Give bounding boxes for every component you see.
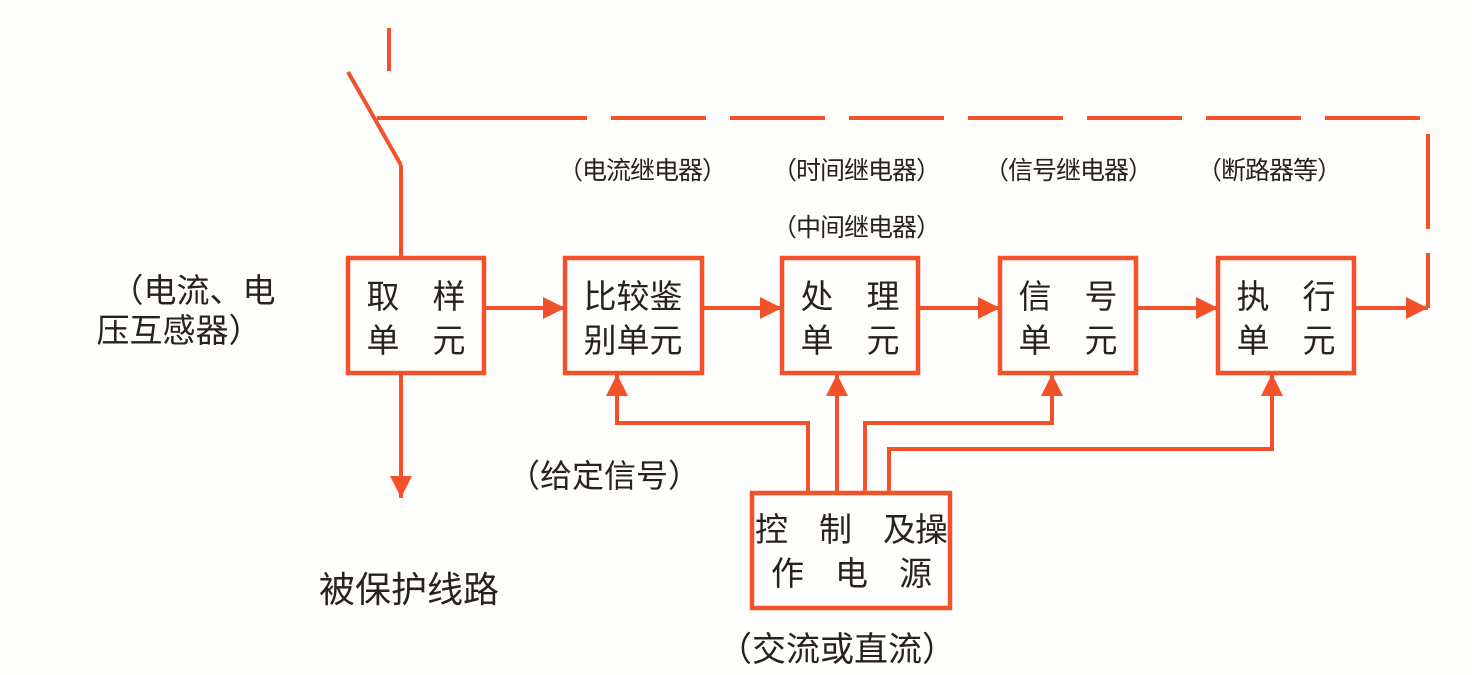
power-supply-label-line2: 作 电 源 xyxy=(771,556,931,593)
power-supply-label-line1: 控 制 及操 xyxy=(755,512,947,549)
transformers-annotation-line1: （电流、电 xyxy=(111,273,276,310)
switch-blade xyxy=(346,71,403,166)
breaker-switch-symbol xyxy=(346,28,403,258)
processing-unit-label-line2: 单 元 xyxy=(801,324,900,360)
power-supply-lines xyxy=(606,374,1283,493)
execution-unit-box xyxy=(1215,255,1357,376)
unit-boxes xyxy=(345,255,1357,611)
comparison-unit-box xyxy=(562,255,705,376)
intermediate-relay-annotation: （中间继电器） xyxy=(772,214,940,242)
signal-unit-box xyxy=(997,255,1139,376)
signal-relay-annotation: （信号继电器） xyxy=(984,157,1152,185)
sampling-unit-box xyxy=(345,255,487,376)
signal-unit-label-line2: 单 元 xyxy=(1019,324,1118,360)
given-signal-annotation: （给定信号） xyxy=(508,458,700,494)
trip-line-dashed-segment xyxy=(492,116,1430,308)
power-supply-box xyxy=(749,490,953,611)
current-relay-annotation: （电流继电器） xyxy=(558,157,726,185)
power-line-to-signal xyxy=(863,374,1063,493)
power-line-to-comparison xyxy=(606,374,810,493)
chain-arrows xyxy=(390,297,1428,498)
protected-line-label: 被保护线路 xyxy=(319,570,499,610)
execution-unit-label-line1: 执 行 xyxy=(1237,279,1336,316)
sampling-unit-label-line2: 单 元 xyxy=(367,324,466,360)
comparison-unit-label-line1: 比较鉴 xyxy=(584,279,683,316)
ac-or-dc-annotation: （交流或直流） xyxy=(718,631,956,669)
execution-unit-label-line2: 单 元 xyxy=(1237,324,1336,360)
circuit-breaker-annotation: （断路器等） xyxy=(1197,157,1341,185)
sampling-unit-label-line1: 取 样 xyxy=(367,279,466,316)
signal-unit-label-line1: 信 号 xyxy=(1019,279,1118,316)
comparison-unit-label-line2: 别单元 xyxy=(584,324,683,360)
transformers-annotation-line2: 压互感器） xyxy=(97,313,262,350)
unit-labels: 取 样 单 元 比较鉴 别单元 处 理 单 元 信 号 单 元 执 行 单 元 … xyxy=(367,279,1336,593)
processing-unit-label-line1: 处 理 xyxy=(801,279,900,316)
annotations: （电流、电 压互感器） （电流继电器） （时间继电器） （中间继电器） （信号继… xyxy=(97,157,1343,669)
power-line-to-execution xyxy=(887,374,1283,493)
time-relay-annotation: （时间继电器） xyxy=(772,157,940,185)
trip-feedback-line xyxy=(377,116,1430,308)
processing-unit-box xyxy=(779,255,921,376)
